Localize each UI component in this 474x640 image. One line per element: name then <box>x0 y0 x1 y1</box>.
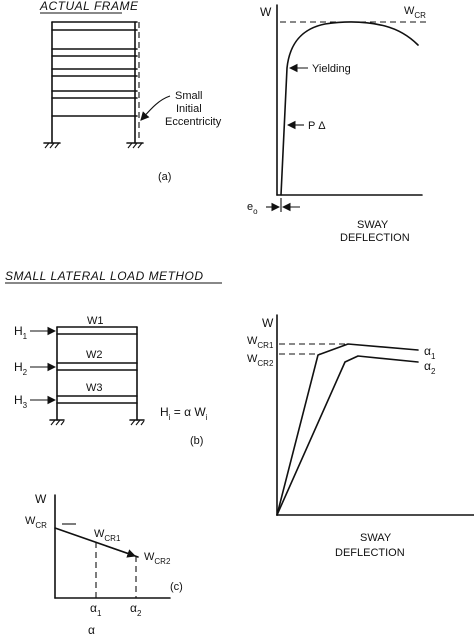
w3-label: W3 <box>86 382 103 394</box>
graph-a-load-curve <box>280 21 419 196</box>
panel-b-header: SMALL LATERAL LOAD METHOD <box>5 269 204 283</box>
note-initial: Initial <box>176 103 202 115</box>
lateral-load-frame-drawing <box>49 326 145 426</box>
graph-b-alpha2-label: α2 <box>424 359 436 376</box>
panel-c-wcr2-label: WCR2 <box>144 551 171 566</box>
panel-c-wcr1-label: WCR1 <box>94 528 121 543</box>
panel-c: W WCR WCR1 WCR2 α1 α2 (c) α <box>25 492 183 637</box>
yielding-label: Yielding <box>312 63 351 75</box>
h3-label: H3 <box>14 393 28 410</box>
graph-b-wcr2-label: WCR2 <box>247 353 274 368</box>
graph-b-wcr1-label: WCR1 <box>247 335 274 350</box>
panel-a-header: ACTUAL FRAME <box>39 0 139 13</box>
panel-c-wcr-label: WCR <box>25 515 47 530</box>
support-left <box>43 142 61 149</box>
panel-b-caption: (b) <box>190 435 203 447</box>
h2-label: H2 <box>14 360 28 377</box>
graph-b-xlabel-deflection: DEFLECTION <box>335 547 405 559</box>
graph-b-curve-alpha1 <box>276 343 419 516</box>
panel-c-ylabel: W <box>35 492 47 506</box>
support-b-left <box>49 419 65 426</box>
eccentricity-pointer-arrow <box>140 95 171 121</box>
actual-frame-drawing <box>43 21 144 149</box>
panel-c-a1-label: α1 <box>90 601 102 618</box>
panel-c-caption: (c) <box>170 581 183 593</box>
graph-a-wcr-label: WCR <box>404 5 426 20</box>
h1-label: H1 <box>14 324 28 341</box>
panel-a-actual-frame: ACTUAL FRAME <box>39 0 222 183</box>
panel-b-small-lateral-load: SMALL LATERAL LOAD METHOD <box>5 269 222 447</box>
w2-label: W2 <box>86 349 103 361</box>
graph-b-alpha1-label: α1 <box>424 344 436 361</box>
w1-label: W1 <box>87 315 104 327</box>
support-right <box>126 142 144 149</box>
graph-a-xlabel-deflection: DEFLECTION <box>340 232 410 244</box>
formula-label: Hi = α Wi <box>160 405 208 422</box>
panel-a-caption: (a) <box>158 171 171 183</box>
graph-a-xlabel-sway: SWAY <box>357 219 389 231</box>
panel-c-arrow <box>105 545 137 558</box>
graph-a: W WCR Yielding P Δ eo SWAY DEFLECTION <box>247 4 426 244</box>
note-eccentricity: Eccentricity <box>165 116 222 128</box>
panel-c-a2-label: α2 <box>130 601 142 618</box>
panel-c-xlabel: α <box>88 623 95 637</box>
note-small: Small <box>175 90 203 102</box>
support-b-right <box>129 419 145 426</box>
graph-b-ylabel: W <box>262 316 274 330</box>
pdelta-label: P Δ <box>308 120 326 132</box>
graph-b: W WCR1 WCR2 α1 α2 SWAY DEFLECTION <box>247 314 474 559</box>
graph-b-xlabel-sway: SWAY <box>360 532 392 544</box>
eo-label: eo <box>247 201 258 216</box>
graph-b-curve-alpha2 <box>276 355 419 516</box>
graph-a-ylabel: W <box>260 5 272 19</box>
